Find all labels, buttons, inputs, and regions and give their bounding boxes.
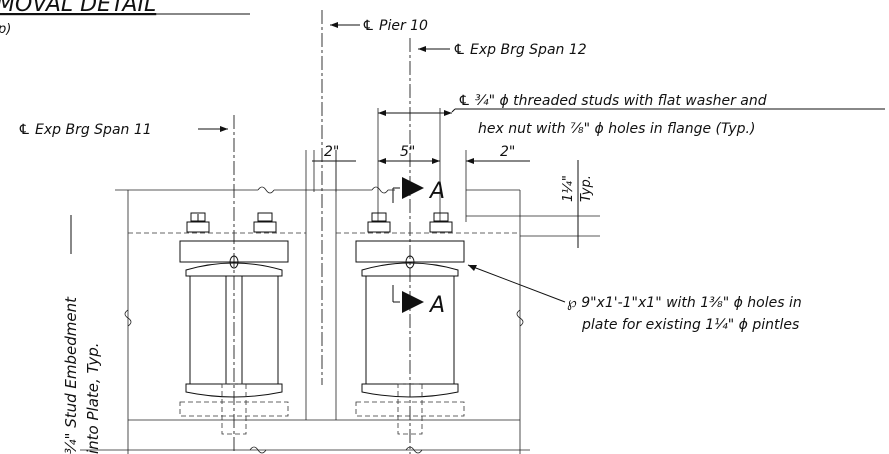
section-arrow-mid xyxy=(402,291,424,313)
studs-dim-arrow-right xyxy=(444,110,452,116)
span12-arrow xyxy=(418,46,426,52)
rocker-bottom-right xyxy=(361,383,459,398)
studs-leader xyxy=(451,108,456,113)
seat-break-right xyxy=(405,446,423,454)
plate-note-line2: plate for existing 1¼" ϕ pintles xyxy=(581,317,799,333)
sole-plate-right xyxy=(355,240,465,263)
plate-note-line1: ℘ 9"x1'-1"x1" with 1⅜" ϕ holes in xyxy=(567,295,802,311)
rocker-top-left xyxy=(185,262,283,277)
pier-arrow xyxy=(330,22,338,28)
dim-114-label: 1¼" xyxy=(561,175,576,202)
nut-right-a xyxy=(367,221,391,233)
span11-arrow xyxy=(220,126,228,132)
nut-right-b-cap xyxy=(433,212,449,222)
title: MOVAL DETAIL xyxy=(0,0,156,17)
nut-left-b-cap xyxy=(257,212,273,222)
studs-dim-arrow-left xyxy=(378,110,386,116)
nut-left-a-cap xyxy=(190,212,206,222)
section-label-top: A xyxy=(428,179,445,204)
seat-break-left xyxy=(249,446,267,454)
masonry-plate-right xyxy=(355,401,465,417)
typ-label: Typ. xyxy=(579,175,594,202)
pintle-right xyxy=(405,255,415,269)
rocker-bottom-left xyxy=(185,383,283,398)
nut-left-b xyxy=(253,221,277,233)
section-arrow-top xyxy=(402,177,424,199)
pintle-left xyxy=(229,255,239,269)
pier-label: ℄ Pier 10 xyxy=(362,18,428,34)
dim-2-right-arrow xyxy=(466,158,474,164)
plate-leader-arrow xyxy=(468,265,477,271)
subtitle: p) xyxy=(0,22,11,37)
nut-left-a xyxy=(186,221,210,233)
girder-right-break xyxy=(516,309,524,327)
span11-label: ℄ Exp Brg Span 11 xyxy=(18,122,152,138)
nut-right-a-cap xyxy=(371,212,387,222)
rocker-top-right xyxy=(361,262,459,277)
plate-leader xyxy=(467,264,566,303)
stud-embed-line2: into Plate, Typ. xyxy=(84,342,102,454)
dim-5-arrow-left xyxy=(378,158,386,164)
sole-plate-left xyxy=(179,240,289,263)
anchor-left-a xyxy=(221,383,247,435)
dim-5-arrow-right xyxy=(432,158,440,164)
anchor-right-a xyxy=(397,383,423,435)
dim-2-right-label: 2" xyxy=(500,144,515,160)
dim-5-label: 5" xyxy=(400,144,415,160)
section-label-mid: A xyxy=(428,293,445,318)
nut-right-b xyxy=(429,221,453,233)
studs-note-line1: ℄ ¾" ϕ threaded studs with flat washer a… xyxy=(458,93,767,109)
masonry-plate-left xyxy=(179,401,289,417)
studs-note-line2: hex nut with ⅞" ϕ holes in flange (Typ.) xyxy=(478,121,755,137)
dim-gap-label: 2" xyxy=(324,144,339,160)
break-symbol-right xyxy=(371,186,389,194)
stud-embed-line1: ¾" Stud Embedment xyxy=(62,296,80,454)
break-symbol-left xyxy=(257,186,275,194)
span12-label: ℄ Exp Brg Span 12 xyxy=(453,42,587,58)
girder-left-break xyxy=(124,309,132,327)
